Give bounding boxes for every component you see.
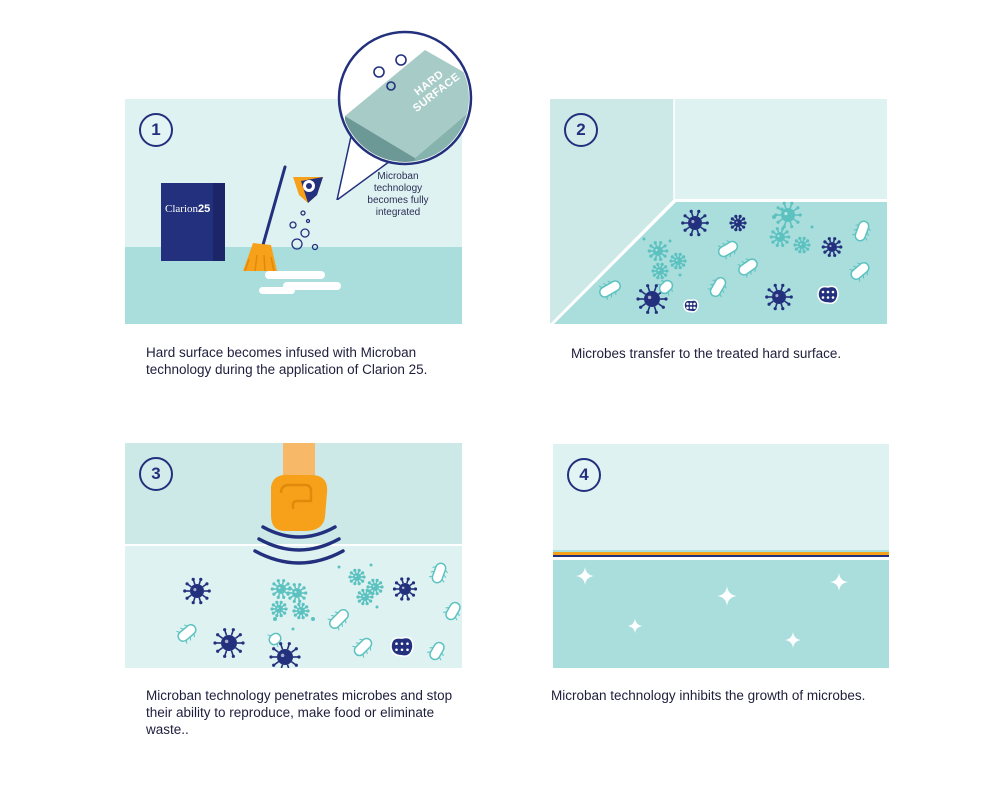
magnifier-callout-icon: [336, 30, 473, 200]
step-4-scene: [553, 444, 889, 668]
integration-callout-text: Microban technology becomes fully integr…: [367, 171, 429, 218]
bacteria-icon: [851, 220, 871, 242]
virus-icon: [366, 578, 384, 596]
bacteria-icon: [849, 262, 870, 282]
bacteria-icon: [598, 280, 621, 300]
virus-icon: [793, 236, 811, 254]
step-3-illustration: 3: [125, 443, 462, 668]
step-3-scene: [125, 443, 462, 668]
microban-shield-icon: [293, 177, 323, 203]
bacteria-icon: [327, 609, 349, 631]
virus-icon: [669, 252, 687, 270]
virus-icon: [681, 209, 709, 237]
step-4-caption: Microban technology inhibits the growth …: [551, 688, 866, 703]
spore-icon: [291, 627, 295, 631]
step-4-illustration: 4: [553, 444, 889, 668]
step-1-badge: 1: [139, 113, 173, 147]
step-2-illustration: 2: [550, 99, 887, 324]
virus-icon: [651, 262, 669, 280]
virus-icon: [392, 577, 418, 601]
spore-icon: [780, 207, 784, 211]
bacteria-icon: [427, 641, 445, 661]
spore-icon: [678, 273, 682, 277]
virus-icon: [213, 628, 245, 658]
virus-icon: [729, 214, 747, 232]
virus-icon: [647, 241, 669, 261]
microbe-cluster: [176, 562, 461, 668]
step-2-badge: 2: [564, 113, 598, 147]
step-2-scene: [550, 99, 887, 324]
virus-icon: [769, 227, 791, 247]
sparkle-icon: [628, 619, 642, 633]
spore-icon: [375, 605, 379, 609]
microbe-blob-icon: [817, 285, 839, 305]
bacteria-icon: [267, 632, 282, 648]
impact-waves-icon: [253, 525, 345, 565]
spore-icon: [668, 239, 672, 243]
spore-icon: [810, 225, 814, 229]
surface-bubbles-icon: [373, 54, 407, 91]
spore-icon: [642, 237, 646, 241]
step-3-badge: 3: [139, 457, 173, 491]
bacteria-icon: [717, 240, 739, 260]
spore-icon: [772, 215, 776, 219]
spore-icon: [337, 565, 341, 569]
bacteria-icon: [707, 276, 727, 298]
spore-icon: [369, 563, 373, 567]
bacteria-icon: [443, 601, 461, 621]
step-2-caption: Microbes transfer to the treated hard su…: [571, 346, 842, 361]
microbe-blob-icon: [683, 299, 699, 313]
virus-icon: [348, 568, 366, 586]
bacteria-icon: [737, 258, 758, 278]
virus-icon: [183, 577, 211, 605]
sparkle-icon: [576, 567, 594, 585]
sparkle-icon: [830, 573, 848, 591]
bacteria-icon: [176, 624, 197, 644]
bacteria-icon: [352, 637, 373, 658]
puddle-icon: [259, 271, 341, 294]
step-1-caption: Hard surface becomes infused with Microb…: [146, 345, 428, 377]
virus-icon: [821, 237, 843, 257]
spore-icon: [311, 617, 315, 621]
microbe-blob-icon: [390, 636, 414, 657]
virus-icon: [286, 583, 308, 603]
bacteria-icon: [428, 562, 448, 584]
virus-icon: [270, 600, 288, 618]
product-box-icon: [161, 183, 225, 261]
mop-icon: [243, 165, 287, 272]
product-label: Clarion25: [165, 203, 211, 215]
bubbles-icon: [289, 210, 319, 251]
bacteria-icon: [657, 279, 674, 296]
sparkle-group: [576, 567, 848, 648]
sparkle-icon: [785, 632, 801, 648]
step-3-caption: Microban technology penetrates microbes …: [146, 688, 453, 737]
sparkle-icon: [717, 586, 737, 606]
spore-icon: [273, 617, 277, 621]
virus-icon: [765, 283, 793, 311]
virus-icon: [356, 588, 374, 606]
microbe-cluster: [598, 201, 871, 314]
virus-icon: [292, 602, 310, 620]
virus-icon: [270, 579, 292, 599]
step-4-badge: 4: [567, 458, 601, 492]
virus-icon: [269, 642, 301, 668]
fist-icon: [271, 443, 328, 531]
